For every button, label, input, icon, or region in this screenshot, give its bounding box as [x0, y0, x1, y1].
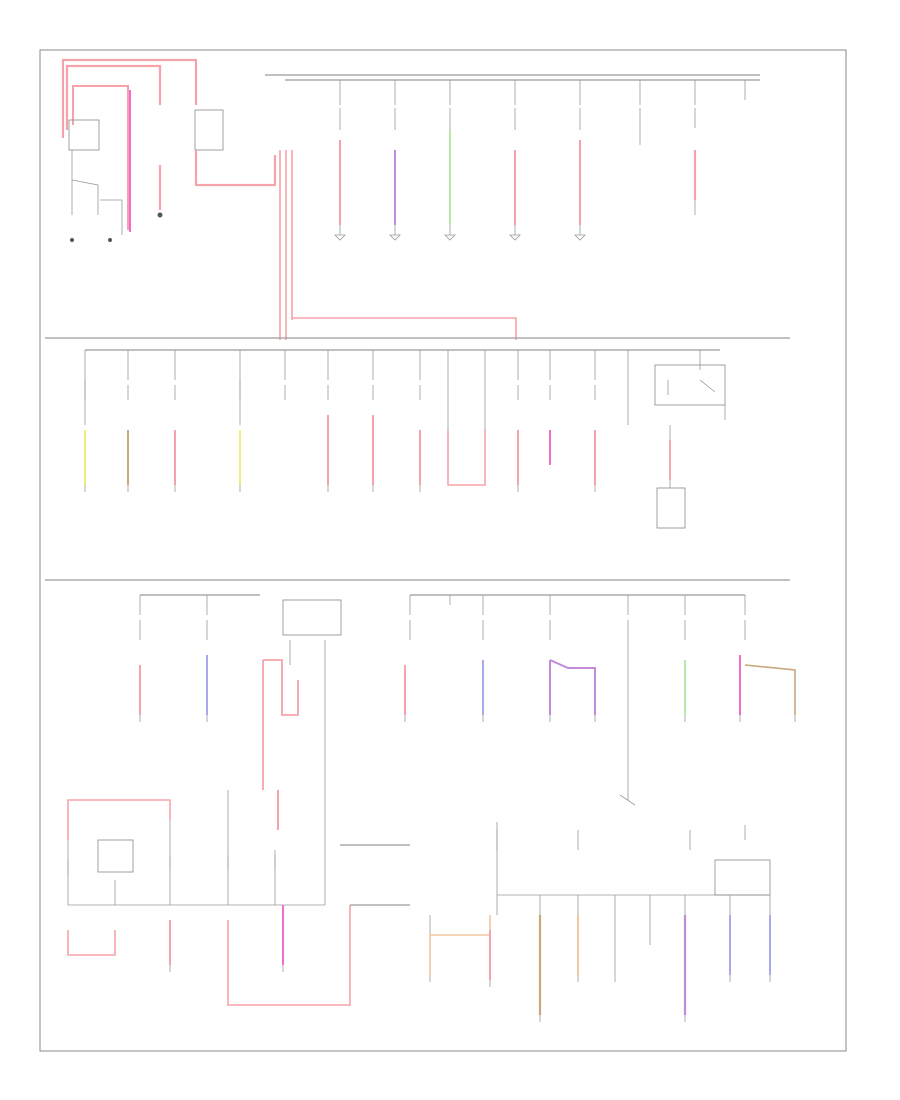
bl-loop-red: [67, 799, 171, 840]
relay-bus-drop: [628, 349, 701, 370]
battery-ground-wire: [71, 170, 99, 215]
battery-section: [61, 58, 517, 340]
top-fuse-symbols: [339, 108, 696, 130]
bl-wire-loop-2-red: [227, 905, 351, 1006]
mid-relay: [628, 349, 726, 420]
control-module-box: [656, 487, 686, 529]
bottom-right-block: [429, 822, 771, 1022]
bl-bus: [67, 790, 326, 906]
battery-feed-wire-red-3: [72, 85, 129, 230]
bl-fuse-symbols: [67, 855, 276, 875]
lower-fuse-block: [139, 594, 796, 825]
top-bus-drops: [339, 80, 746, 105]
mid-ground-drops: [84, 485, 596, 492]
mid-fuse-symbols: [84, 380, 596, 400]
battery-feed-wire-red-2: [65, 64, 162, 130]
top-fuse-block: [265, 74, 760, 241]
br-fuse-symbols: [496, 825, 746, 850]
engine-compartment-module: [282, 599, 342, 636]
battery-wire-gray: [71, 150, 123, 235]
br-wire-orange: [429, 915, 491, 975]
top-bus-bar: [265, 74, 760, 81]
relay-contacts: [667, 379, 726, 420]
bl-relay-box: [97, 839, 134, 873]
low-wire-5-violet: [549, 659, 596, 715]
br-module-box: [714, 859, 771, 896]
main-power-wire-red: [194, 150, 277, 187]
mid-bus-drops: [84, 350, 629, 470]
alternator-connector: [157, 212, 163, 218]
low-gray-wires: [289, 640, 636, 825]
battery-box: [68, 119, 100, 151]
bl-wire-loop-red: [67, 930, 116, 956]
mid-loop-red: [447, 430, 486, 486]
br-gray-drops: [614, 915, 651, 975]
ground-connector-2: [108, 238, 112, 242]
br-ground-drops: [429, 975, 771, 1022]
diagram-frame: [39, 49, 847, 1052]
low-loop-red: [262, 659, 299, 790]
bl-ground-drops: [169, 965, 284, 972]
br-bus: [496, 822, 770, 915]
bl-dashed-bus: [340, 844, 410, 906]
relay-box: [654, 364, 726, 406]
battery-junction-box: [194, 109, 224, 151]
lower-fuse-symbols: [139, 620, 746, 640]
mid-fuse-block: [84, 349, 726, 529]
top-connector-symbols: [334, 234, 586, 241]
ground-connector: [70, 238, 74, 242]
lower-bus-drops: [139, 595, 746, 615]
bottom-left-block: [67, 790, 410, 1006]
low-wire-8-tan: [744, 664, 796, 715]
top-ground-drops: [339, 200, 696, 235]
main-trunk-wire-red: [279, 150, 293, 340]
low-ground-drops: [139, 715, 796, 722]
trunk-to-mid-bus: [292, 317, 517, 340]
battery-feed-wire-red: [61, 58, 198, 138]
